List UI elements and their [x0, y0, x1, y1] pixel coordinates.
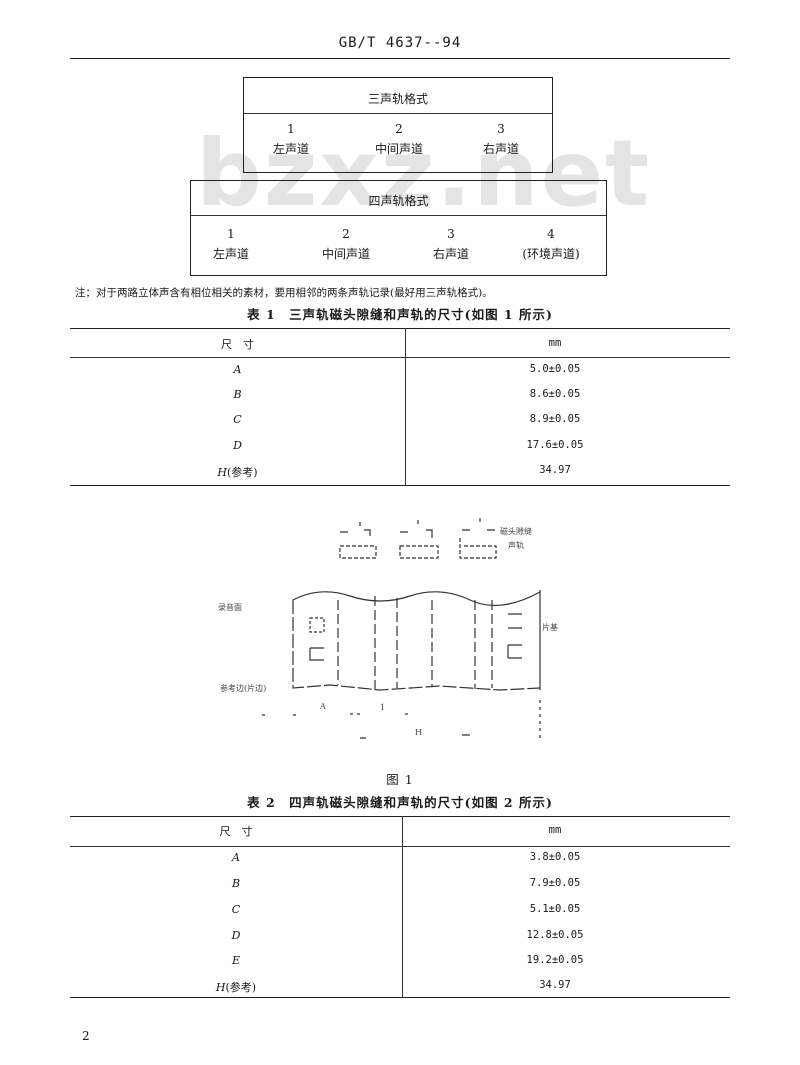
channel-1: 1 左声道 [236, 122, 346, 157]
table2-column-divider [402, 816, 403, 998]
table1-top-rule [70, 328, 730, 329]
watermark: bzxz.net [196, 120, 652, 227]
three-track-title: 三声轨格式 [367, 92, 428, 106]
box-divider [191, 215, 606, 216]
figure-label-head-note-2: 声轨 [508, 541, 524, 550]
channel-label: 中间声道 [374, 142, 423, 156]
channel-number: 2 [395, 122, 403, 136]
dimension-value: 3.8±0.05 [529, 851, 581, 863]
channel-1: 1 左声道 [176, 227, 286, 262]
table2-bottom-rule [70, 997, 730, 998]
figure-label-top-left: 录音面 [218, 603, 242, 612]
channel-number: 1 [287, 122, 295, 136]
dimension-value: 19.2±0.05 [526, 954, 584, 966]
note-text: 注：对于两路立体声含有相位相关的素材，要用相邻的两条声轨记录(最好用三声轨格式)… [75, 287, 493, 299]
channel-label: (环境声道) [522, 247, 580, 261]
four-track-format-box: 四声轨格式 1 左声道 2 中间声道 3 右声道 4 (环境声道) [190, 180, 607, 276]
dimension-value: 8.6±0.05 [529, 388, 581, 400]
dimension-symbol: C [231, 903, 241, 916]
dimension-symbol: E [231, 954, 241, 967]
figure-1: 录音面 参考边(片边) 磁头隙缝 声轨 片基 A H 1 [200, 500, 580, 750]
standard-code-header: GB/T 4637--94 [338, 35, 462, 51]
dimension-symbol: C [233, 413, 242, 426]
table1-header-dimension: 尺 寸 [221, 338, 254, 351]
channel-label: 中间声道 [321, 247, 370, 261]
page-number: 2 [82, 1029, 90, 1043]
header-rule [70, 58, 730, 59]
channel-number: 3 [447, 227, 455, 241]
figure-label-right: 片基 [542, 623, 558, 632]
figure-label-track-1: 1 [380, 703, 386, 712]
channel-2: 2 中间声道 [344, 122, 454, 157]
dimension-value: 8.9±0.05 [529, 413, 581, 425]
figure-label-dim-h: H [415, 728, 422, 737]
table1-caption: 表 1 三声轨磁头隙缝和声轨的尺寸(如图 1 所示) [247, 307, 553, 322]
figure1-caption: 图 1 [386, 772, 414, 787]
dimension-value: 34.97 [539, 979, 571, 991]
table2-caption: 表 2 四声轨磁头隙缝和声轨的尺寸(如图 2 所示) [247, 795, 553, 810]
magnetic-head-track-diagram [262, 518, 541, 740]
dimension-value: 17.6±0.05 [526, 439, 584, 451]
dimension-value: 12.8±0.05 [526, 929, 584, 941]
three-track-format-box: 三声轨格式 1 左声道 2 中间声道 3 右声道 [243, 77, 553, 173]
figure-label-dim-a: A [320, 702, 326, 711]
channel-number: 4 [547, 227, 555, 241]
channel-2: 2 中间声道 [291, 227, 401, 262]
channel-label: 左声道 [272, 142, 309, 156]
channel-3: 3 右声道 [396, 227, 506, 262]
table2-header-rule [70, 846, 730, 847]
dimension-suffix: (参考) [227, 466, 258, 479]
dimension-symbol: D [231, 929, 241, 942]
table1-header-rule [70, 357, 730, 358]
channel-number: 3 [497, 122, 505, 136]
dimension-symbol: H [215, 981, 226, 994]
table1-column-divider [405, 328, 406, 486]
dimension-symbol: D [233, 439, 242, 452]
dimension-value: 5.0±0.05 [529, 363, 581, 375]
dimension-symbol: A [232, 851, 240, 864]
four-track-title: 四声轨格式 [368, 194, 429, 208]
dimension-value: 7.9±0.05 [529, 877, 581, 889]
dimension-symbol: H [217, 466, 227, 479]
table2-header-dimension: 尺 寸 [219, 825, 253, 838]
dimension-value: 5.1±0.05 [529, 903, 581, 915]
figure-label-bottom-left: 参考边(片边) [220, 684, 267, 693]
dimension-symbol: B [231, 877, 241, 890]
dimension-value: 34.97 [539, 464, 571, 476]
channel-number: 1 [227, 227, 235, 241]
table1-header-unit: mm [548, 337, 562, 349]
table2-top-rule [70, 816, 730, 817]
channel-label: 右声道 [432, 247, 469, 261]
dimension-symbol: A [233, 363, 242, 376]
box-divider [244, 113, 552, 114]
channel-label: 左声道 [212, 247, 249, 261]
channel-3: 3 右声道 [446, 122, 556, 157]
dimension-suffix: (参考) [225, 981, 257, 994]
dimension-symbol: B [233, 388, 242, 401]
figure-label-head-note-1: 磁头隙缝 [500, 527, 532, 536]
channel-number: 2 [342, 227, 350, 241]
table2-header-unit: mm [548, 824, 562, 836]
channel-label: 右声道 [482, 142, 519, 156]
table1-bottom-rule [70, 485, 730, 486]
channel-4: 4 (环境声道) [496, 227, 606, 262]
